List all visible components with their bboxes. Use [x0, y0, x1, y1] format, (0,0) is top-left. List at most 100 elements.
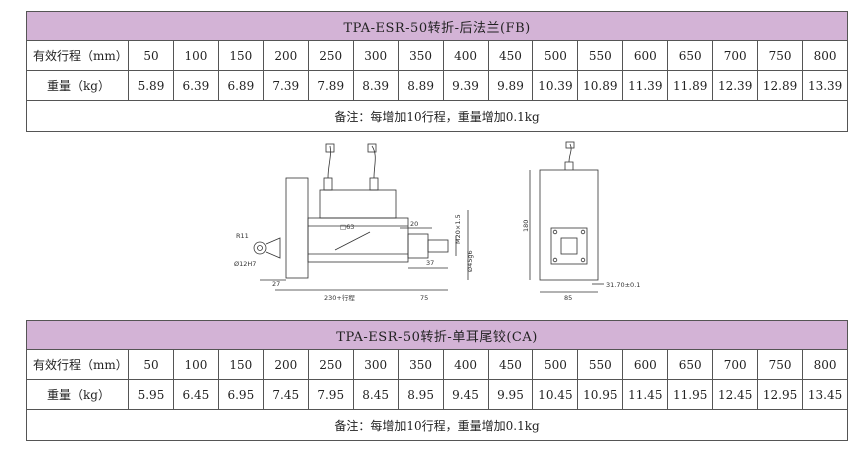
dim-75: 75: [420, 294, 428, 302]
rod-housing: [407, 233, 429, 259]
weight-label: 重量（kg）: [26, 379, 129, 410]
front-view: 180 85 31.70±0.1: [522, 141, 640, 302]
front-plug: [565, 141, 575, 149]
weight-cell: 9.89: [487, 70, 534, 101]
weight-cell: 12.95: [757, 379, 804, 410]
stroke-cell: 650: [667, 349, 714, 380]
weight-cell: 9.39: [442, 70, 489, 101]
weight-row: 重量（kg） 5.89 6.39 6.89 7.39 7.89 8.39 8.8…: [26, 70, 849, 101]
stroke-cell: 200: [262, 40, 309, 71]
stroke-cell: 550: [577, 40, 624, 71]
weight-cell: 11.45: [622, 379, 669, 410]
stroke-cell: 50: [128, 40, 174, 71]
dim-mod: M20×1.5: [454, 214, 462, 244]
stroke-cell: 800: [802, 40, 849, 71]
cable-plug: [367, 143, 377, 153]
bolt-hole: [580, 229, 586, 235]
weight-cell: 10.39: [532, 70, 579, 101]
weight-cell: 6.45: [172, 379, 219, 410]
stroke-cell: 400: [442, 349, 489, 380]
motor: [319, 189, 397, 219]
dim-85: 85: [564, 294, 572, 302]
clevis-pin-hole: [257, 245, 263, 251]
weight-cell: 7.39: [262, 70, 309, 101]
cable: [327, 145, 331, 179]
weight-cell: 5.89: [128, 70, 174, 101]
stroke-cell: 600: [622, 349, 669, 380]
cable-plug: [325, 143, 335, 153]
weight-label: 重量（kg）: [26, 70, 129, 101]
stroke-cell: 750: [757, 349, 804, 380]
cylinder-body: [307, 217, 409, 263]
stroke-cell: 500: [532, 40, 579, 71]
stroke-cell: 100: [172, 349, 219, 380]
dim-flange-hole: 31.70±0.1: [606, 281, 640, 289]
flange-center: [560, 237, 578, 255]
weight-cell: 12.45: [712, 379, 759, 410]
stroke-cell: 700: [712, 349, 759, 380]
dim-bore: Ø12H7: [234, 260, 256, 268]
stroke-cell: 100: [172, 40, 219, 71]
dim-r11: R11: [236, 232, 249, 240]
dim-37: 37: [426, 259, 434, 267]
bolt-hole: [552, 257, 558, 263]
front-cable: [568, 143, 572, 163]
weight-cell: 8.39: [352, 70, 399, 101]
weight-cell: 10.45: [532, 379, 579, 410]
front-connector: [564, 161, 574, 170]
weight-cell: 10.89: [577, 70, 624, 101]
dim-rod-dia: Ø45g6: [466, 250, 474, 272]
stroke-cell: 250: [307, 349, 354, 380]
dim-180: 180: [522, 220, 530, 232]
weight-cell: 7.45: [262, 379, 309, 410]
flange-outline: [539, 169, 599, 281]
table-note: 备注：每增加10行程，重量增加0.1kg: [25, 409, 849, 441]
stroke-row: 有效行程（mm） 50 100 150 200 250 300 350 400 …: [26, 40, 849, 71]
stroke-cell: 150: [217, 349, 264, 380]
weight-cell: 9.95: [487, 379, 534, 410]
stroke-cell: 250: [307, 40, 354, 71]
weight-cell: 12.89: [757, 70, 804, 101]
weight-cell: 11.89: [667, 70, 714, 101]
stroke-cell: 650: [667, 40, 714, 71]
weight-cell: 5.95: [128, 379, 174, 410]
stroke-cell: 350: [397, 40, 444, 71]
weight-row: 重量（kg） 5.95 6.45 6.95 7.45 7.95 8.45 8.9…: [26, 379, 849, 410]
piston-rod: [427, 239, 449, 253]
stroke-cell: 800: [802, 349, 849, 380]
stroke-cell: 700: [712, 40, 759, 71]
rear-flange: [285, 177, 309, 279]
dim-20: 20: [410, 220, 418, 228]
weight-cell: 8.89: [397, 70, 444, 101]
dim-square: □63: [340, 223, 354, 231]
stroke-cell: 350: [397, 349, 444, 380]
table-title: TPA-ESR-50转折-后法兰(FB): [25, 11, 849, 41]
cable: [371, 145, 376, 179]
stroke-cell: 500: [532, 349, 579, 380]
clevis-body: [265, 237, 281, 259]
weight-cell: 8.45: [352, 379, 399, 410]
motor-connector: [369, 177, 379, 191]
stroke-cell: 300: [352, 40, 399, 71]
spec-table-ca: TPA-ESR-50转折-单耳尾铰(CA) 有效行程（mm） 50 100 15…: [25, 320, 849, 441]
bolt-hole: [552, 229, 558, 235]
stroke-cell: 600: [622, 40, 669, 71]
weight-cell: 9.45: [442, 379, 489, 410]
drawing-svg: R11 Ø12H7 □63 20 37 27 230+行程 75 M20×1.5…: [234, 141, 640, 302]
dim-230: 230+行程: [324, 293, 355, 302]
weight-cell: 6.95: [217, 379, 264, 410]
stroke-cell: 150: [217, 40, 264, 71]
weight-cell: 7.89: [307, 70, 354, 101]
stroke-cell: 450: [487, 349, 534, 380]
stroke-label: 有效行程（mm）: [26, 40, 129, 71]
stroke-cell: 50: [128, 349, 174, 380]
weight-cell: 8.95: [397, 379, 444, 410]
hatch-line: [334, 231, 371, 251]
table-note: 备注：每增加10行程，重量增加0.1kg: [25, 100, 849, 132]
weight-cell: 12.39: [712, 70, 759, 101]
flange-plate: [550, 227, 588, 265]
stroke-cell: 450: [487, 40, 534, 71]
weight-cell: 13.45: [802, 379, 849, 410]
technical-drawing: R11 Ø12H7 □63 20 37 27 230+行程 75 M20×1.5…: [220, 140, 650, 310]
weight-cell: 6.89: [217, 70, 264, 101]
